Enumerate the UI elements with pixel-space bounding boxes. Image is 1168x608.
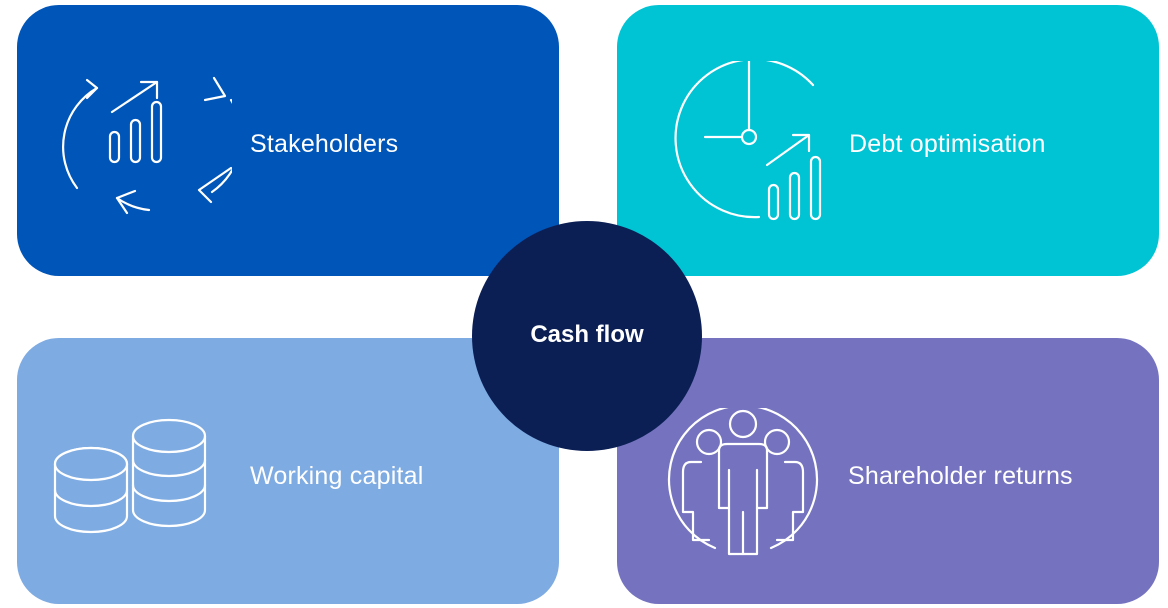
people-group-icon [667, 408, 819, 556]
tile-label: Stakeholders [250, 130, 399, 158]
clock-growth-icon [674, 61, 822, 221]
debt-optimisation-tile: Debt optimisation [617, 5, 1159, 276]
tile-label: Debt optimisation [849, 130, 1046, 158]
stakeholders-cycle-growth-icon [62, 76, 232, 215]
coin-stacks-icon [53, 418, 207, 534]
working-capital-tile: Working capital [17, 338, 559, 604]
tile-label: Shareholder returns [848, 462, 1073, 490]
shareholder-returns-tile: Shareholder returns [617, 338, 1159, 604]
cash-flow-hub: Cash flow [472, 221, 702, 451]
tile-label: Working capital [250, 462, 424, 490]
stakeholders-tile: Stakeholders [17, 5, 559, 276]
hub-label: Cash flow [530, 320, 644, 348]
